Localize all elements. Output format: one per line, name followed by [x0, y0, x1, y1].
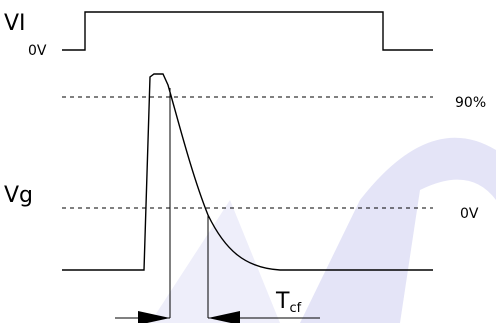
gate-waveform [62, 73, 433, 271]
gate-signal-label: Vg [4, 183, 33, 208]
interval-label-subscript: cf [289, 301, 301, 316]
dimension-arrow-right-icon [138, 311, 170, 323]
level-zero-label: 0V [460, 206, 479, 222]
interval-label-main: T [275, 289, 290, 314]
watermark-stroke [150, 200, 280, 323]
watermark-arc-inner [400, 179, 496, 323]
interval-label: Tcf [275, 289, 302, 316]
level-90-percent-label: 90% [455, 95, 486, 111]
dimension-arrow-left-icon [208, 311, 240, 323]
input-zero-label: 0V [28, 43, 47, 59]
input-pulse-waveform [62, 11, 433, 51]
input-signal-label: VI [4, 11, 26, 36]
watermark [150, 137, 496, 323]
